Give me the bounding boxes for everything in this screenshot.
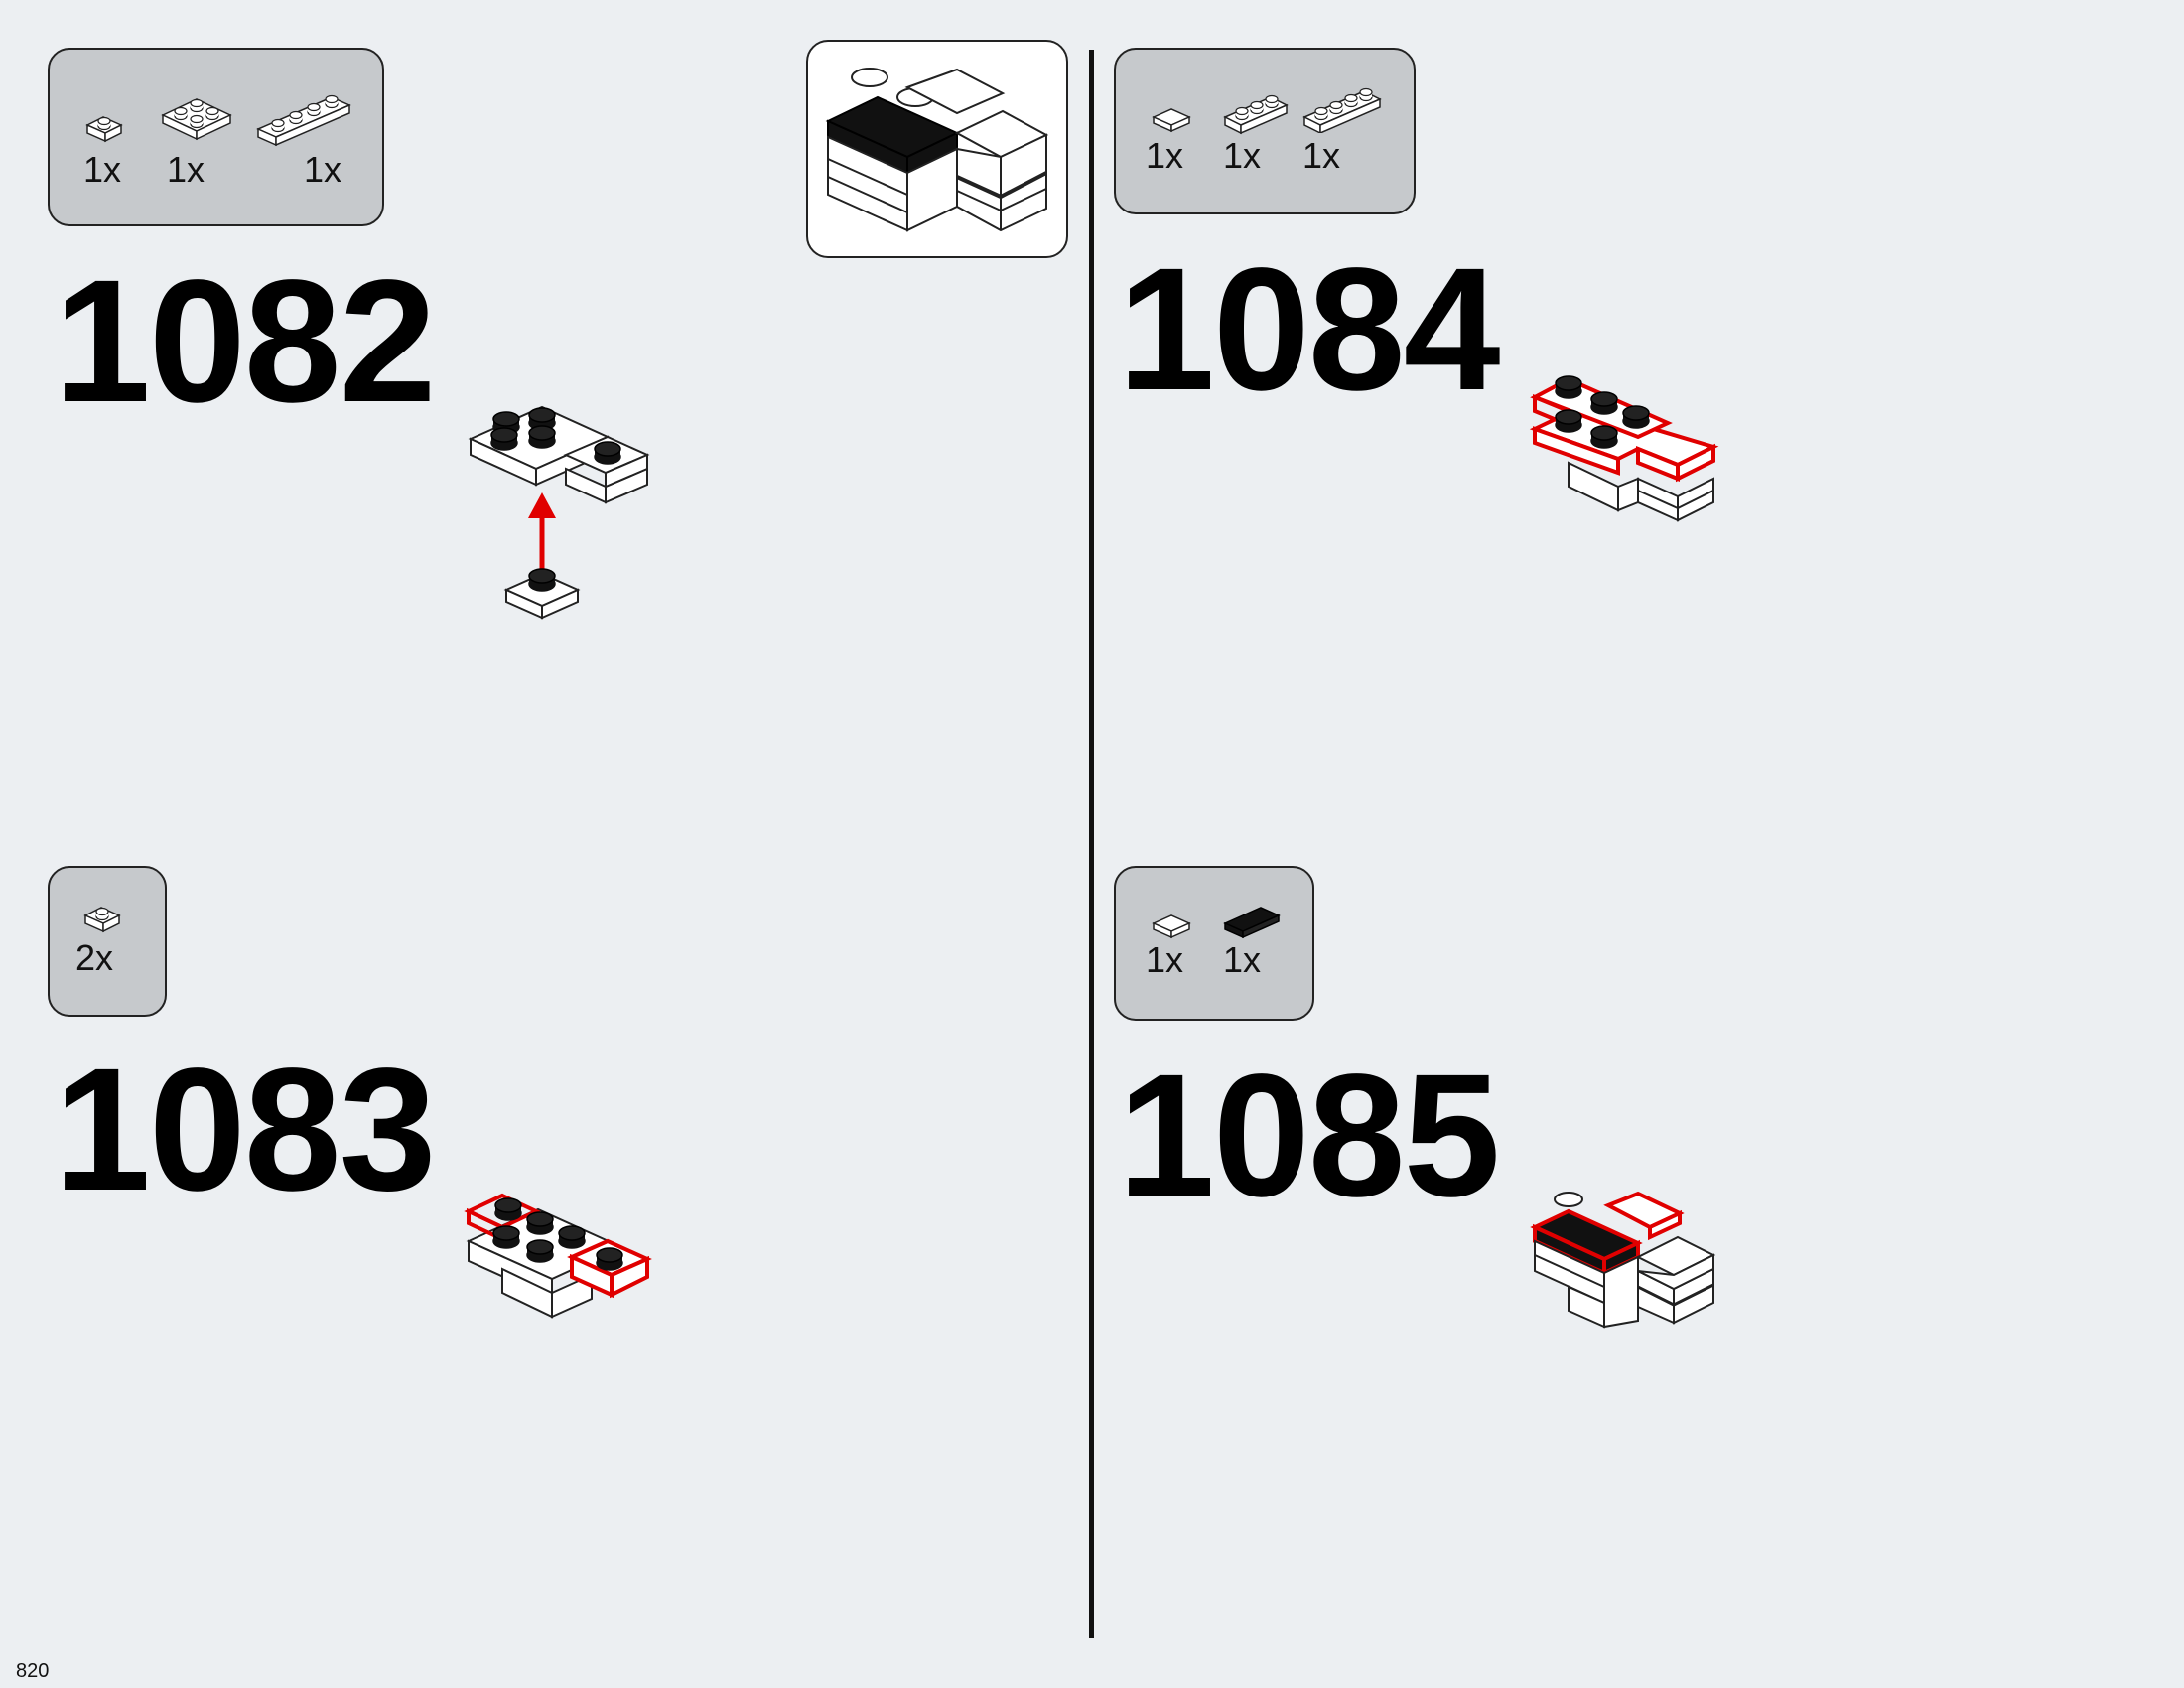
build-model-1084 (1529, 375, 1719, 522)
tile-1x2-black-icon (1223, 907, 1281, 939)
part-qty: 1x (1223, 135, 1262, 176)
plate-1x3-icon (1223, 94, 1289, 135)
parts-list-1084: 1x 1x 1x (1114, 48, 1416, 214)
parts-list-1085: 1x 1x (1114, 866, 1314, 1021)
step-number-1083: 1083 (54, 1033, 437, 1227)
page-divider (1089, 50, 1094, 1638)
parts-list-1082: 1x 1x 1x (48, 48, 384, 226)
tile-1x1-icon (1152, 914, 1191, 939)
plate-1x1-icon (85, 116, 123, 143)
part-callout: 1x (159, 91, 234, 190)
part-callout: 1x (1146, 912, 1193, 980)
part-qty: 1x (167, 149, 205, 190)
part-callout: 1x (1146, 105, 1193, 176)
part-qty: 1x (304, 149, 342, 190)
plate-1x4-icon (1302, 87, 1382, 133)
part-callout: 1x (83, 111, 127, 190)
part-qty: 1x (1302, 135, 1341, 176)
assembly-preview-image (825, 68, 1049, 232)
part-qty: 1x (1146, 135, 1184, 176)
page-number: 820 (16, 1660, 50, 1682)
build-model-1083 (464, 1193, 652, 1319)
part-qty: 1x (1146, 939, 1184, 980)
plate-2x2-icon (161, 98, 232, 141)
plate-1x4-icon (256, 94, 351, 147)
part-callout: 2x (75, 902, 125, 978)
build-model-1085 (1530, 1191, 1716, 1329)
step-number-1085: 1085 (1118, 1039, 1501, 1233)
step-number-1084: 1084 (1118, 232, 1501, 427)
part-callout: 1x (1221, 902, 1283, 980)
part-callout: 1x (254, 91, 353, 190)
assembly-preview (806, 40, 1068, 258)
part-callout: 1x (1300, 85, 1384, 176)
parts-list-1083: 2x (48, 866, 167, 1017)
step-number-1082: 1082 (54, 244, 437, 439)
part-qty: 2x (75, 937, 114, 978)
build-model-1082 (468, 405, 650, 620)
plate-1x1-icon (83, 907, 121, 933)
part-qty: 1x (83, 149, 122, 190)
tile-1x1-icon (1152, 108, 1191, 133)
part-qty: 1x (1223, 939, 1262, 980)
part-callout: 1x (1221, 91, 1291, 176)
